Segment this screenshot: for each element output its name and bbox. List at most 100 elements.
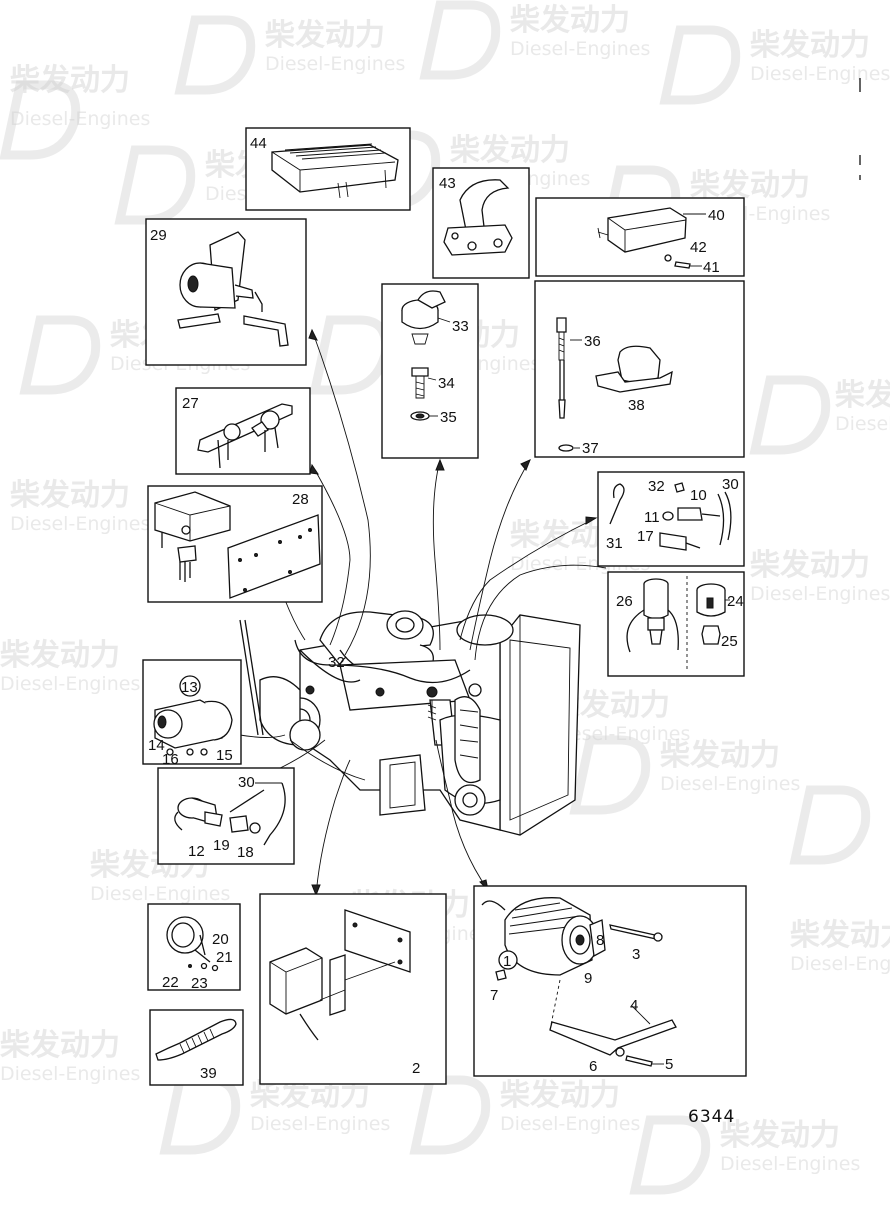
watermark-brand-en: Diesel-Engines [790, 953, 890, 975]
watermark-brand-cn: 柴发动力 [0, 1028, 120, 1063]
watermark-brand-en: Diesel-Engines [90, 883, 230, 905]
callout-22: 22 [162, 974, 179, 991]
watermark-logo-icon [659, 25, 741, 105]
watermark-brand-en: Diesel-Engines [550, 723, 690, 745]
watermark-brand-cn: 柴发动力 [690, 168, 810, 203]
watermark-brand-en: Diesel-Engines [250, 1113, 390, 1135]
watermark-logo-icon [419, 0, 501, 80]
watermark-brand-cn: 柴发动力 [450, 133, 570, 168]
box-39-cable: 39 [149, 1009, 244, 1086]
watermark-brand-cn: 柴发动力 [10, 478, 130, 513]
callout-33: 33 [452, 318, 469, 335]
callout-44: 44 [250, 135, 267, 152]
box-28-instrument-panel: 28 [147, 485, 323, 603]
box-44-relay-cover: 44 [245, 127, 411, 211]
box-20-horn: 20 21 22 23 [147, 903, 241, 992]
box-13-starter-switch: 13 14 16 15 [142, 659, 242, 768]
drawing-number: 6344 [688, 1107, 735, 1127]
callout-30b: 30 [238, 774, 255, 791]
callout-27: 27 [182, 395, 199, 412]
callout-15: 15 [216, 747, 233, 764]
box-43-elbow: 43 [432, 167, 530, 279]
callout-39: 39 [200, 1065, 217, 1082]
callout-17: 17 [637, 528, 654, 545]
watermark-logo-icon [114, 145, 196, 225]
callout-9: 9 [584, 970, 592, 987]
callout-24: 24 [727, 593, 744, 610]
callout-26: 26 [616, 593, 633, 610]
callout-1: 1 [503, 953, 511, 970]
callout-30: 30 [722, 476, 739, 493]
watermark-brand-cn: 柴发动力 [500, 1078, 620, 1113]
box-27-panel: 27 [175, 387, 311, 475]
watermark-brand-en: Diesel-Engines [750, 63, 890, 85]
watermark-logo-icon [789, 785, 871, 865]
callout-25: 25 [721, 633, 738, 650]
box-26-pressure-sender: 26 24 25 [607, 571, 745, 677]
watermark-brand-cn: 柴发动力 [835, 378, 890, 413]
callout-8: 8 [596, 932, 604, 949]
watermark-brand-en: Diesel-Engines [510, 38, 650, 60]
watermark-logo-icon [409, 1075, 491, 1155]
callout-6: 6 [589, 1058, 597, 1075]
callout-36: 36 [584, 333, 601, 350]
watermark-brand-cn: 柴发动力 [750, 28, 870, 63]
watermark-brand-cn: 柴发动力 [0, 638, 120, 673]
callout-11: 11 [644, 509, 660, 526]
callout-2: 2 [412, 1060, 420, 1077]
callout-29: 29 [150, 227, 167, 244]
callout-34: 34 [438, 375, 455, 392]
box-12-sensor-cable: 30 12 19 18 [157, 767, 295, 865]
watermark-brand-en: Diesel-Engines [0, 673, 140, 695]
callout-5: 5 [665, 1056, 673, 1073]
watermark-brand-cn: 柴发动力 [790, 918, 890, 953]
box-33-pressure-sensor: 33 34 35 [381, 283, 479, 459]
callout-20: 20 [212, 931, 229, 948]
callout-28: 28 [292, 491, 309, 508]
callout-43: 43 [439, 175, 456, 192]
watermark-brand-en: Diesel-Engines [660, 773, 800, 795]
callout-35: 35 [440, 409, 457, 426]
box-30-sensors: 32 30 10 11 17 31 [597, 471, 745, 567]
callout-7: 7 [490, 987, 498, 1004]
watermark-logo-icon [749, 375, 831, 455]
watermark-brand-en: Diesel-Engines [500, 1113, 640, 1135]
callout-14: 14 [148, 737, 165, 754]
engine-assembly: 32 [239, 610, 581, 836]
callout-31: 31 [606, 535, 623, 552]
callout-13: 13 [181, 679, 198, 696]
callout-40: 40 [708, 207, 725, 224]
watermark-brand-cn: 柴发动力 [265, 18, 385, 53]
watermark-brand-cn: 柴发动力 [750, 548, 870, 583]
watermark-brand-cn: 柴发动力 [660, 738, 780, 773]
engine-callout-label: 32 [328, 654, 345, 671]
watermark-logo-icon [159, 1075, 241, 1155]
watermark-brand-en: Diesel-Engines [10, 513, 150, 535]
callout-23: 23 [191, 975, 208, 992]
callout-3: 3 [632, 946, 640, 963]
box-1-alternator: 1 8 3 9 7 4 6 5 [473, 885, 747, 1077]
callout-18: 18 [237, 844, 254, 861]
watermark-logo-icon [174, 15, 256, 95]
callout-16: 16 [162, 751, 179, 768]
callout-42: 42 [690, 239, 707, 256]
callout-19: 19 [213, 837, 230, 854]
watermark-brand-en: Diesel-Engines [750, 583, 890, 605]
callout-38: 38 [628, 397, 645, 414]
watermark-brand-en: Diesel-Engines [265, 53, 405, 75]
box-36-temp-sender: 36 38 37 [534, 280, 745, 458]
watermark-brand-cn: 柴发动力 [720, 1118, 840, 1153]
watermark-brand-en: Diesel-Engines [835, 413, 890, 435]
watermark-brand-en: Diesel-Engines [0, 1063, 140, 1085]
watermark-logo-icon [0, 80, 81, 160]
watermark-logo-icon [309, 315, 391, 395]
watermark-logo-icon [19, 315, 101, 395]
watermark-brand-cn: 柴发动力 [10, 63, 130, 98]
box-40-regulator: 40 42 41 [535, 197, 745, 277]
callout-21: 21 [216, 949, 233, 966]
watermark-logo-icon [569, 735, 651, 815]
callout-10: 10 [690, 487, 707, 504]
watermark-brand-cn: 柴发动力 [510, 3, 630, 38]
